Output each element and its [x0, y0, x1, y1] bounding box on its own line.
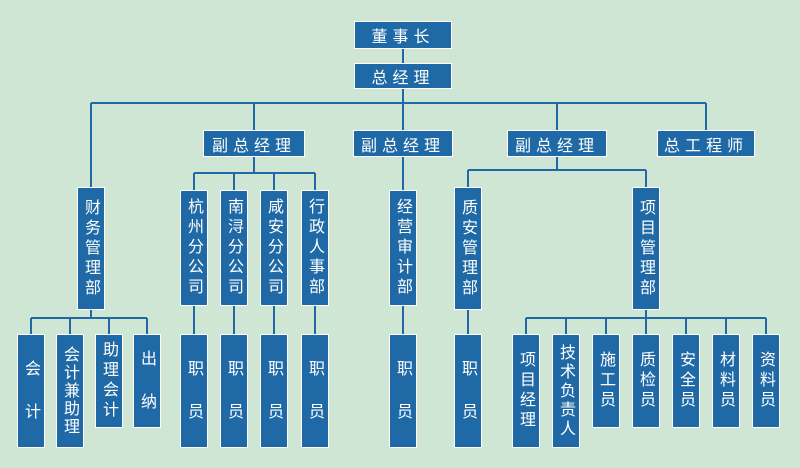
audit-dept-box: 经营审计部 [389, 190, 417, 306]
admin-hr-staff-box: 职 员 [301, 334, 329, 448]
audit-staff-box: 职 员 [389, 334, 417, 448]
deputy-gm-1-box: 副总经理 [203, 130, 305, 157]
admin-hr-dept-box: 行政人事部 [301, 190, 329, 306]
project-dept-box: 项目管理部 [632, 187, 660, 310]
hangzhou-branch-box: 杭州分公司 [180, 190, 208, 306]
finance-staff-accountant-assistant: 会计兼助理 [56, 334, 84, 448]
chairman-box: 董事长 [354, 21, 452, 49]
quality-safety-staff-box: 职 员 [454, 334, 482, 448]
project-staff-construction: 施工员 [592, 334, 620, 428]
project-staff-quality-inspector: 质检员 [632, 334, 660, 428]
finance-staff-cashier: 出 纳 [133, 334, 161, 428]
hangzhou-staff-box: 职 员 [180, 334, 208, 448]
finance-staff-accountant: 会 计 [17, 334, 45, 448]
nanxun-branch-box: 南浔分公司 [220, 190, 248, 306]
general-manager-box: 总经理 [354, 63, 452, 89]
chief-engineer-box: 总工程师 [657, 130, 755, 157]
xianan-branch-box: 咸安分公司 [260, 190, 288, 306]
project-staff-safety: 安全员 [672, 334, 700, 428]
quality-safety-dept-box: 质安管理部 [454, 187, 482, 310]
nanxun-staff-box: 职 员 [220, 334, 248, 448]
finance-staff-assistant-accountant: 助理会计 [95, 334, 123, 428]
deputy-gm-3-box: 副总经理 [507, 130, 607, 157]
project-staff-manager: 项目经理 [512, 334, 540, 448]
project-staff-documents: 资料员 [752, 334, 780, 428]
project-staff-technical-lead: 技术负责人 [552, 334, 580, 448]
project-staff-materials: 材料员 [712, 334, 740, 428]
deputy-gm-2-box: 副总经理 [353, 130, 453, 157]
xianan-staff-box: 职 员 [260, 334, 288, 448]
finance-dept-box: 财务管理部 [77, 187, 105, 310]
